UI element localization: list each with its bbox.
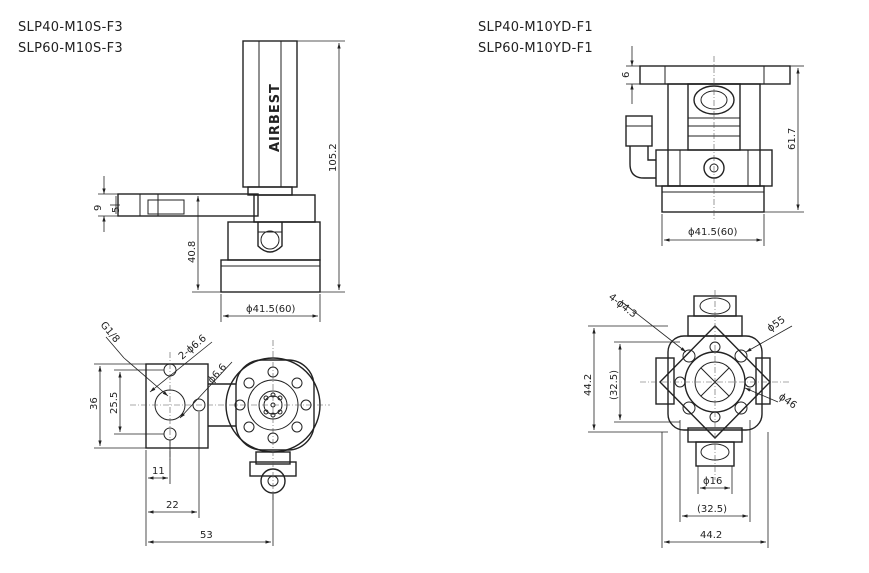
dim-105-2: 105.2 [328, 143, 339, 172]
label-phi-55: ϕ55 [765, 314, 787, 334]
label-phi-46: ϕ46 [776, 391, 798, 411]
dim-phi-41-5-left: ϕ41.5(60) [246, 304, 295, 315]
model-label-slp40-m10yd-f1: SLP40-M10YD-F1 [478, 20, 593, 35]
dim-phi-16: ϕ16 [703, 476, 722, 487]
dim-53: 53 [200, 530, 213, 541]
dim-phi-41-5-right: ϕ41.5(60) [688, 227, 737, 238]
left-top-view: G1/8 2-ϕ6.6 ϕ6.6 36 25.5 11 22 53 [89, 320, 330, 546]
brand-text: AIRBEST [268, 83, 283, 152]
label-phi-6-6: ϕ6.6 [206, 362, 229, 386]
right-top-view: 4-ϕ4.3 ϕ55 ϕ46 44.2 (32.5) ϕ16 (32.5) 44… [583, 290, 798, 548]
dim-9: 9 [93, 205, 104, 211]
dim-5: 5 [111, 207, 122, 213]
right-side-view: 6 61.7 ϕ41.5(60) [621, 46, 804, 246]
dim-44-2-horizontal: 44.2 [700, 530, 722, 541]
dim-32-5-vertical: (32.5) [609, 370, 620, 400]
model-label-slp60-m10s-f3: SLP60-M10S-F3 [18, 41, 123, 56]
dim-25-5: 25.5 [109, 392, 120, 414]
dim-6: 6 [621, 72, 632, 78]
model-label-slp60-m10yd-f1: SLP60-M10YD-F1 [478, 41, 593, 56]
dim-40-8: 40.8 [187, 241, 198, 263]
dim-61-7: 61.7 [787, 128, 798, 150]
dim-11: 11 [152, 466, 165, 477]
left-side-view: AIRBEST 9 5 40.8 105. [93, 40, 345, 322]
dim-36: 36 [89, 397, 100, 410]
dim-22: 22 [166, 500, 179, 511]
model-label-slp40-m10s-f3: SLP40-M10S-F3 [18, 20, 123, 35]
label-4-phi-4-3: 4-ϕ4.3 [606, 292, 638, 321]
dim-32-5-horizontal: (32.5) [697, 504, 727, 515]
dim-44-2-vertical: 44.2 [583, 374, 594, 396]
